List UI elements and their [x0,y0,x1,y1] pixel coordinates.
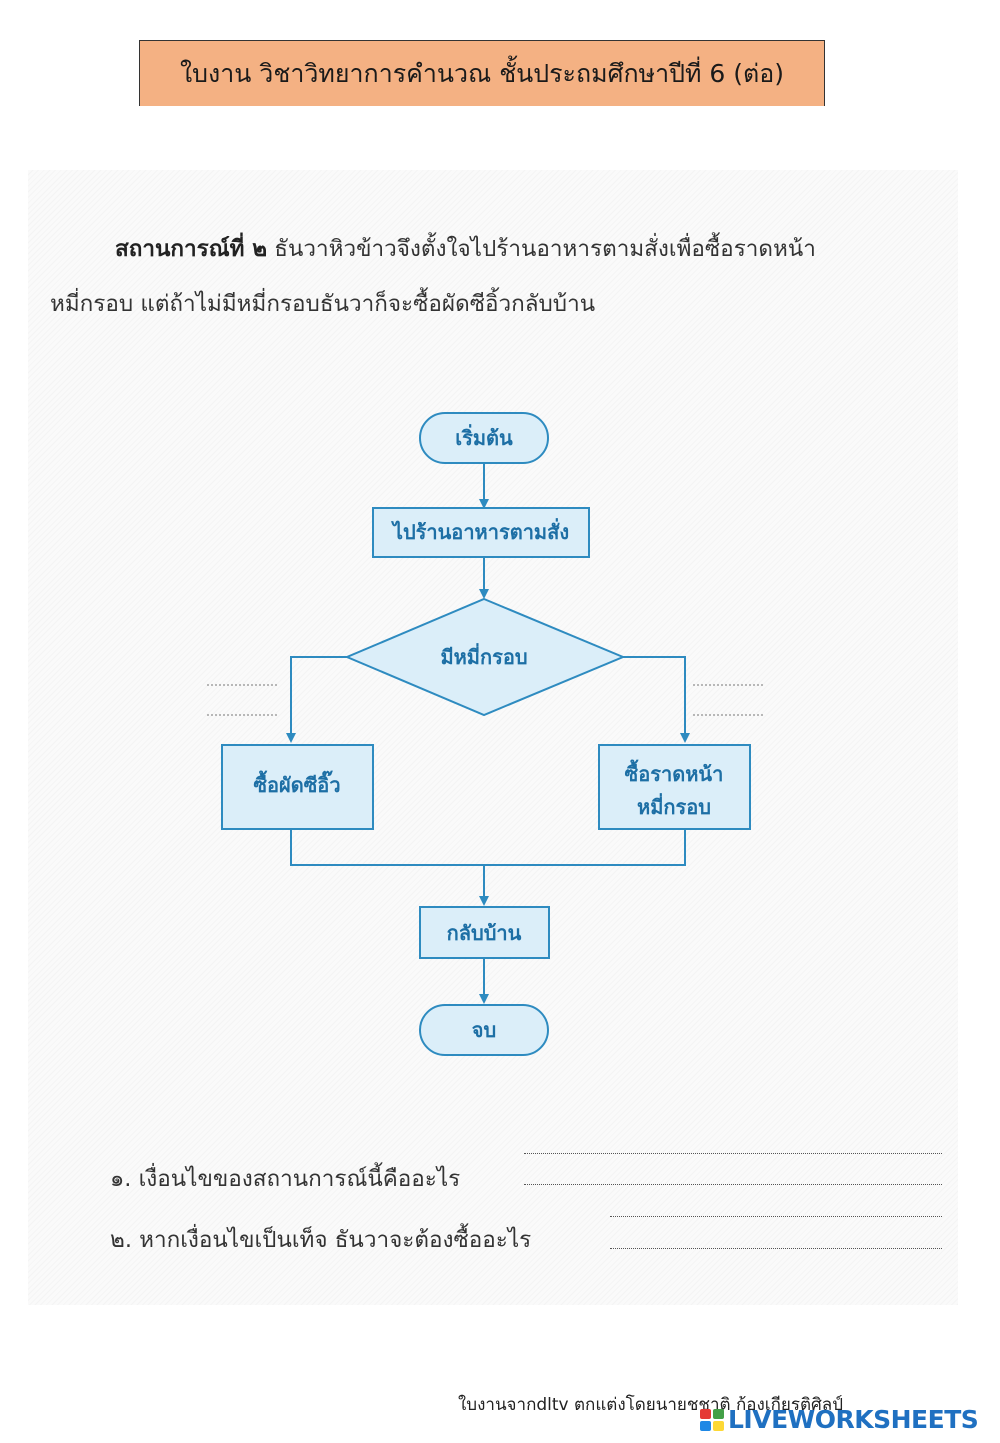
process-box-left-action [221,744,374,830]
decision-label: มีหมี่กรอบ [440,642,527,669]
liveworksheets-brand[interactable]: LIVEWORKSHEETS [700,1405,979,1434]
question-2: ๒. หากเงื่อนไขเป็นเท็จ ธันวาจะต้องซื้ออะ… [110,1227,532,1253]
left-action-label: ซื้อผัดซีอิ๊ว [253,770,340,797]
step1-label: ไปร้านอาหารตามสั่ง [391,517,569,544]
scenario-text: สถานการณ์ที่ ๒ ธันวาหิวข้าวจึงตั้งใจไปร้… [50,222,950,332]
scenario-line-2: หมี่กรอบ แต่ถ้าไม่มีหมี่กรอบธันวาก็จะซื้… [50,291,596,317]
process-box-right-action [598,744,751,830]
right-action-label-1: ซื้อราดหน้า [625,759,724,786]
answer-line-1a[interactable] [524,1153,942,1154]
scenario-label: สถานการณ์ที่ ๒ [115,236,268,262]
question-1: ๑. เงื่อนไขของสถานการณ์นี้คืออะไร [110,1166,461,1192]
step2-label: กลับบ้าน [447,922,522,945]
scenario-line-1: ธันวาหิวข้าวจึงตั้งใจไปร้านอาหารตามสั่งเ… [274,236,816,262]
arrow-decision-left [286,656,347,743]
brand-name: LIVEWORKSHEETS [728,1405,979,1434]
arrow-decision-right [623,656,690,743]
right-action-label-2: หมี่กรอบ [637,792,711,819]
start-label: เริ่มต้น [455,423,513,450]
answer-line-2b[interactable] [610,1248,942,1249]
process-box-go-to-shop [372,507,590,558]
end-label: จบ [472,1020,496,1042]
start-terminal [419,412,549,464]
answer-line-1b[interactable] [524,1184,942,1185]
answer-line-2a[interactable] [610,1216,942,1217]
liveworksheets-logo-icon [700,1408,724,1431]
worksheet-title: ใบงาน วิชาวิทยาการคำนวณ ชั้นประถมศึกษาปี… [139,40,825,106]
worksheet-page [28,170,958,1305]
decision-diamond [344,597,626,717]
end-terminal [419,1004,549,1056]
process-box-go-home [419,906,550,959]
footer-credit: ใบงานจากdltv ตกแต่งโดยนายชชาติ ก้องเกียร… [458,1395,843,1415]
merge-connector [290,830,686,866]
